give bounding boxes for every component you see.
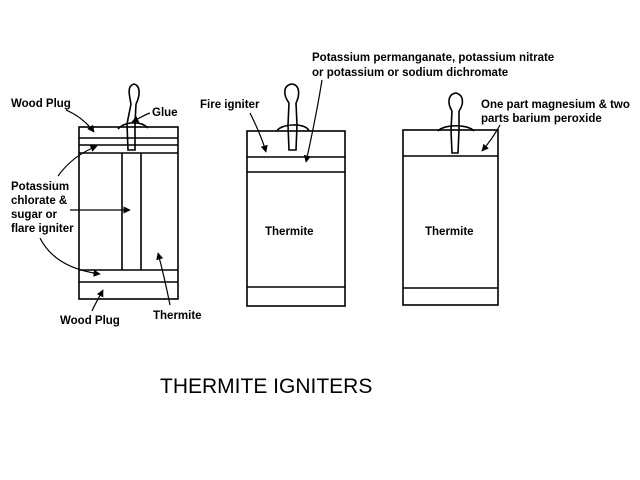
- label-potassium-line1: Potassium: [11, 181, 69, 193]
- label-thermite-1: Thermite: [153, 310, 202, 322]
- label-potassium-line2: chlorate &: [11, 195, 67, 207]
- arrow-glue: [131, 112, 151, 123]
- arrow-thermite-1: [156, 252, 171, 306]
- label-permanganate-line2: or potassium or sodium dichromate: [312, 67, 508, 79]
- fuse-1: [117, 83, 149, 151]
- label-thermite-2: Thermite: [265, 226, 314, 238]
- arrow-potassium-top: [57, 145, 98, 177]
- fuse-3: [437, 92, 475, 154]
- arrow-magnesium: [481, 124, 501, 152]
- igniter-container-3: [402, 92, 499, 306]
- label-fire-igniter: Fire igniter: [200, 99, 260, 111]
- label-glue: Glue: [152, 107, 178, 119]
- label-wood-plug-bottom: Wood Plug: [60, 315, 120, 327]
- label-thermite-3: Thermite: [425, 226, 474, 238]
- arrow-wood-plug-bottom: [91, 289, 104, 312]
- diagram-title: THERMITE IGNITERS: [160, 375, 372, 398]
- label-magnesium-line1: One part magnesium & two: [481, 99, 630, 111]
- arrow-potassium-bottom: [39, 237, 101, 277]
- fuse-2: [276, 83, 310, 151]
- label-potassium-line4: flare igniter: [11, 223, 74, 235]
- label-wood-plug-top: Wood Plug: [11, 98, 71, 110]
- igniter-column: [121, 153, 142, 270]
- label-magnesium-line2: parts barium peroxide: [481, 113, 602, 125]
- label-permanganate-line1: Potassium permanganate, potassium nitrat…: [312, 52, 554, 64]
- label-potassium-line3: sugar or: [11, 209, 58, 221]
- arrow-fire-igniter: [249, 112, 268, 153]
- igniter-container-2: [246, 83, 346, 307]
- arrow-wood-plug-top: [65, 109, 95, 133]
- arrow-permanganate: [303, 79, 323, 163]
